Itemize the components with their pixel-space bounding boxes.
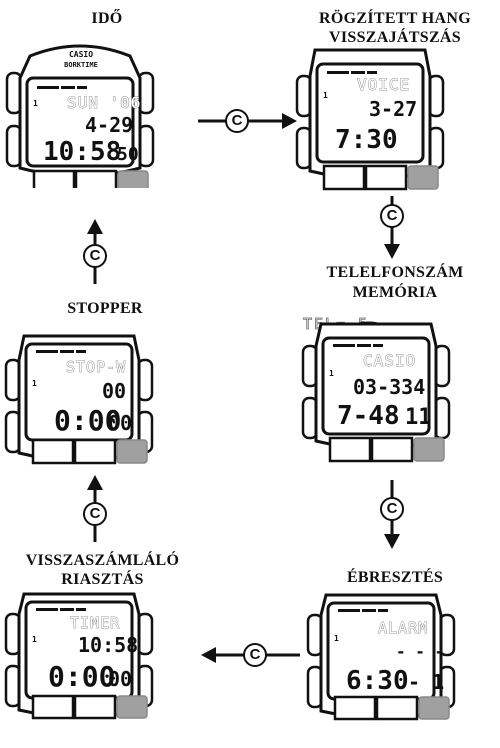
c-button-icon: C [243,643,267,667]
c-button-icon: C [83,244,107,268]
watch-stopper-big: 0:00 [54,404,121,437]
watch-time-body [5,44,155,196]
watch-time-top: SUN '06 [67,93,141,112]
watch-time-mode-num: 1 [33,99,38,108]
watch-phone-big: 7-48 [337,401,400,431]
title-timer-line1: VISSZASZÁMLÁLÓ [25,552,180,569]
title-alarm: ÉBRESZTÉS [346,569,444,586]
watch-phone-top: CASIO [363,351,416,370]
watch-phone-mode-num: 1 [329,369,334,378]
watch-voice-big: 7:30 [335,125,398,155]
watch-time-brand: CASIO [69,50,93,59]
title-voice-line2: VISSZAJÁTSZÁS [329,29,461,46]
watch-voice-mode-num: 1 [323,91,328,100]
c-button-icon: C [380,497,404,521]
watch-phone-mid: 03-334 [353,375,425,399]
watch-timer: 1 TIMER 10:58 0:00 00 [4,592,154,742]
watch-voice: 1 VOICE 3-27 7:30 [295,46,445,196]
watch-stopper-small: 00 [108,411,132,435]
watch-alarm-mode-num: 1 [334,634,339,643]
watch-time-big: 10:58 [43,137,121,167]
watch-time-small: 50 [117,144,139,165]
watch-timer-mid: 10:58 [78,633,138,657]
title-phone-line2: MEMÓRIA [352,284,438,301]
watch-alarm: 1 ALARM - - - - 6:30 - 1 [306,593,456,743]
watch-phone-small: 11 [405,405,432,430]
watch-time: CASIO BORKTIME 1 SUN '06 4-29 10:58 50 [5,38,155,196]
c-button-icon: C [225,109,249,133]
watch-alarm-top: ALARM [378,619,428,637]
title-time: IDŐ [91,10,123,27]
title-phone-line1: TELELFONSZÁM [326,264,464,281]
watch-alarm-small: - 1 [408,670,444,694]
watch-timer-mode-num: 1 [32,635,37,644]
watch-stopper-mode-num: 1 [32,379,37,388]
title-stopper: STOPPER [67,300,143,317]
watch-phone: 1 CASIO 03-334 7-48 11 [301,316,451,466]
watch-time-mid: 4-29 [85,113,133,137]
watch-timer-small: 00 [108,667,132,691]
title-voice-line1: RÖGZÍTETT HANG [319,10,471,27]
watch-timer-top: TIMER [70,614,120,632]
watch-voice-mid: 3-27 [369,97,417,121]
watch-stopper-mid: 00 [102,379,126,403]
title-timer-line2: RIASZTÁS [61,571,144,588]
c-button-icon: C [83,502,107,526]
watch-stopper-top: STOP-W [66,358,126,376]
watch-timer-big: 0:00 [48,660,115,693]
watch-alarm-mid: - - - - [396,642,456,661]
watch-alarm-big: 6:30 [346,666,409,696]
watch-time-model: BORKTIME [64,61,98,69]
watch-voice-top: VOICE [357,75,410,94]
watch-stopper: 1 STOP-W 00 0:00 00 [4,330,154,480]
c-button-icon: C [380,204,404,228]
